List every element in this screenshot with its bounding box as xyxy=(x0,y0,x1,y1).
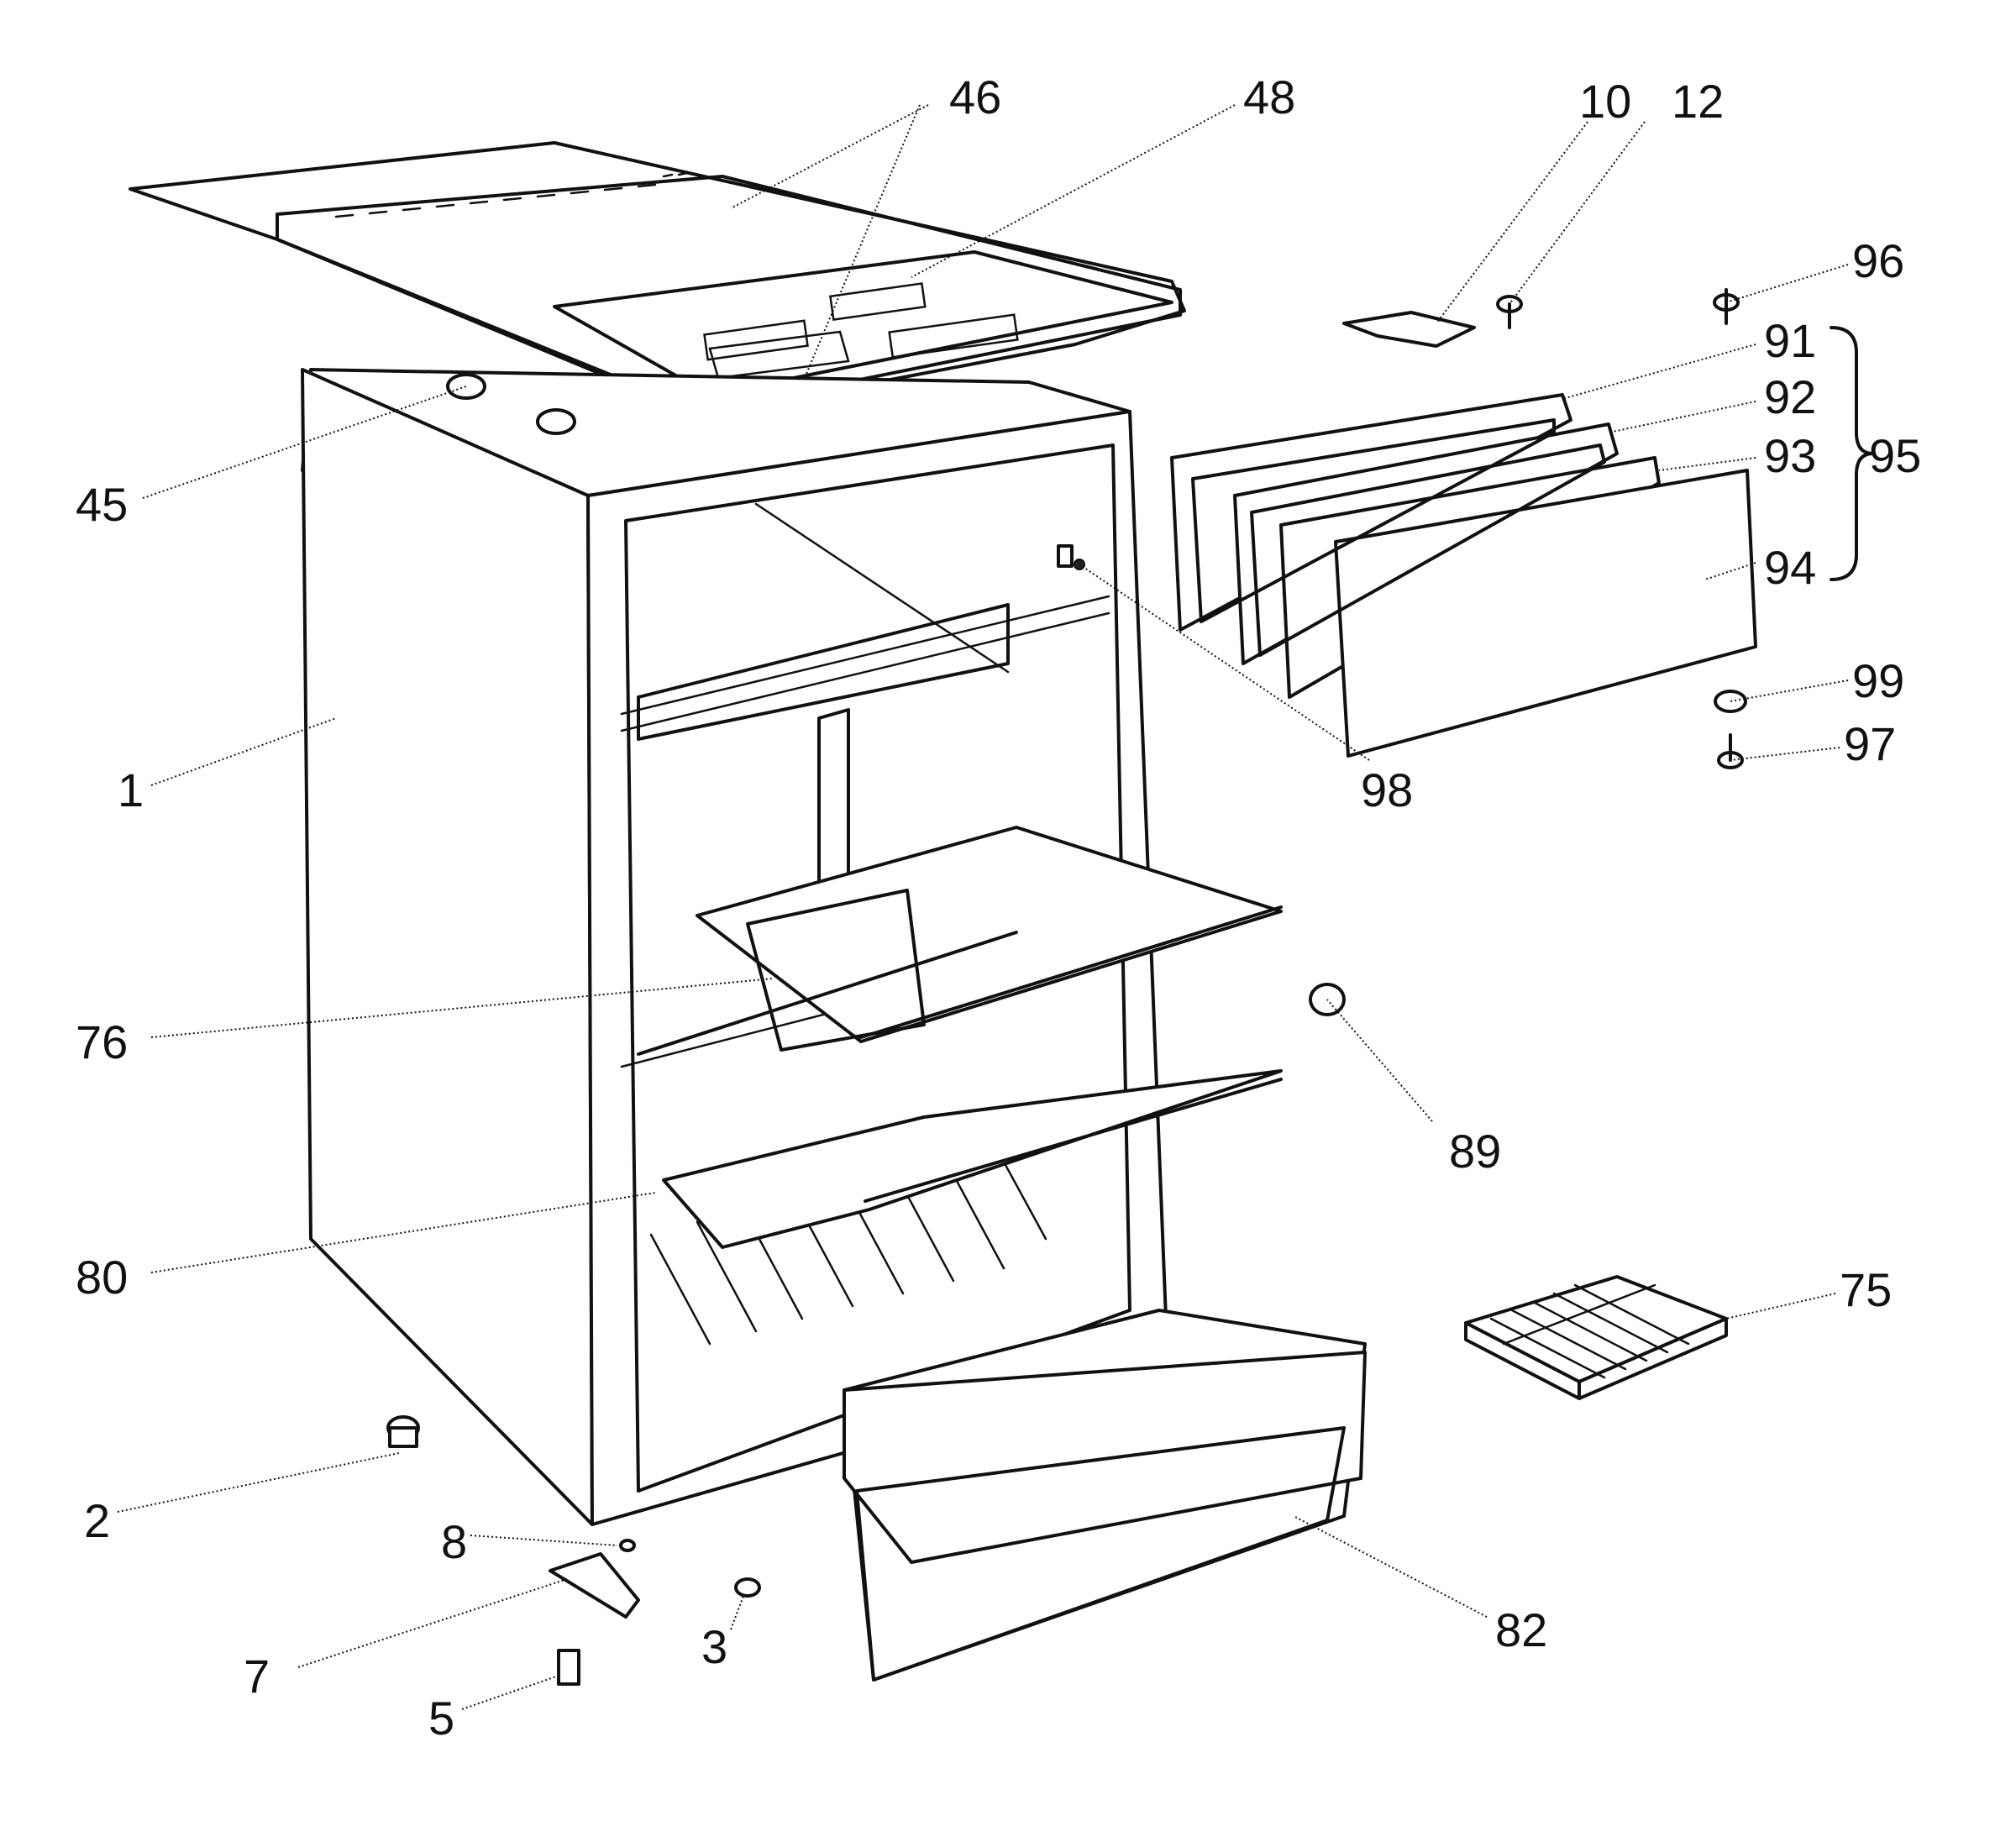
callout-48: 48 xyxy=(1243,71,1295,123)
callout-2: 2 xyxy=(84,1494,110,1547)
vent-slots xyxy=(334,171,689,218)
callout-94: 94 xyxy=(1764,541,1816,594)
callout-45: 45 xyxy=(76,478,128,531)
callout-98: 98 xyxy=(1361,763,1413,816)
callout-99: 99 xyxy=(1852,654,1904,707)
top-cover xyxy=(129,141,1186,417)
freezer-door-assembly xyxy=(1170,393,1757,758)
callout-91: 91 xyxy=(1764,314,1816,367)
callout-7: 7 xyxy=(244,1650,270,1703)
callout-93: 93 xyxy=(1764,429,1816,482)
callout-95: 95 xyxy=(1869,429,1921,482)
door-bin xyxy=(843,1309,1367,1682)
callout-10: 10 xyxy=(1579,75,1631,128)
callout-80: 80 xyxy=(76,1251,128,1304)
callout-82: 82 xyxy=(1495,1603,1547,1656)
callout-89: 89 xyxy=(1449,1125,1501,1178)
hinge-98 xyxy=(1057,544,1085,570)
callout-97: 97 xyxy=(1844,717,1896,770)
callout-96: 96 xyxy=(1852,234,1904,287)
callout-75: 75 xyxy=(1840,1263,1892,1316)
bracket-95 xyxy=(1830,326,1875,581)
callout-labels: 45 46 48 10 12 96 91 92 93 95 94 99 97 9… xyxy=(76,71,1921,1745)
callout-92: 92 xyxy=(1764,370,1816,423)
ice-tray xyxy=(1464,1275,1728,1400)
shelf-upper xyxy=(637,826,1283,1056)
callout-12: 12 xyxy=(1672,75,1724,128)
callout-3: 3 xyxy=(701,1620,727,1673)
leader-lines xyxy=(117,104,1849,1710)
shelf-lower xyxy=(662,1069,1283,1249)
callout-8: 8 xyxy=(441,1515,467,1568)
callout-76: 76 xyxy=(76,1015,128,1068)
callout-1: 1 xyxy=(118,763,144,816)
callout-5: 5 xyxy=(428,1692,454,1745)
callout-46: 46 xyxy=(949,71,1001,123)
